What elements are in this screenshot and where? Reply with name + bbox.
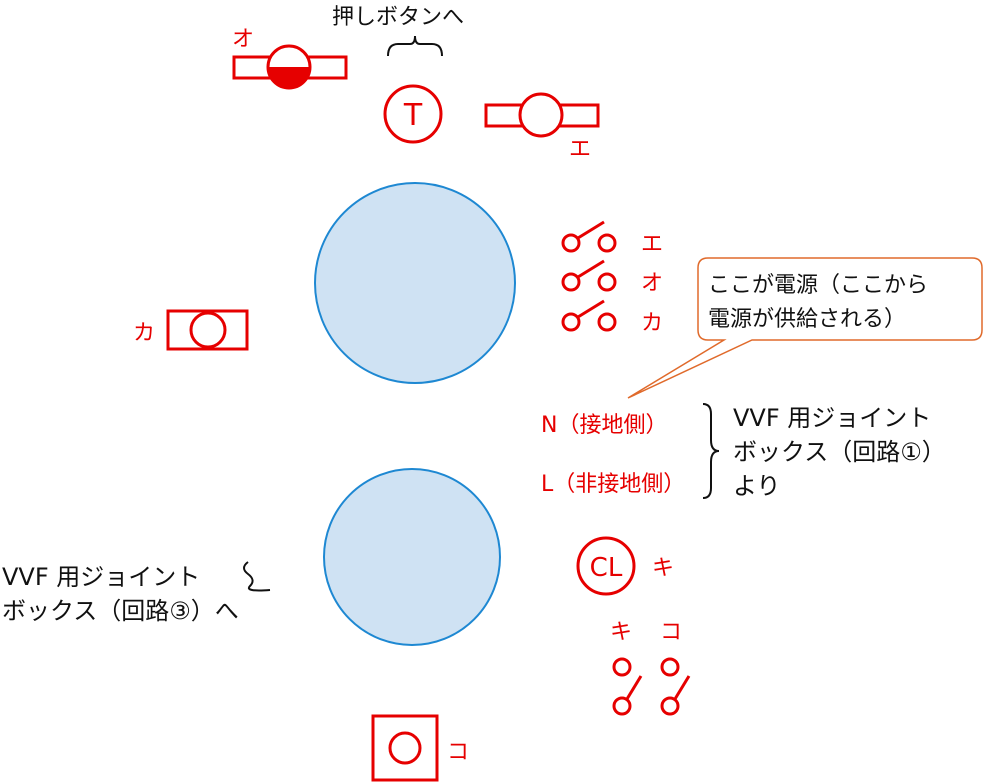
junction-box-lower <box>323 468 501 646</box>
neutral-label: N（接地側） <box>541 413 667 438</box>
light-ka-symbol <box>166 309 249 351</box>
light-ka-label: カ <box>133 321 155 346</box>
switch-e-label: エ <box>641 232 663 257</box>
light-e-label: エ <box>569 137 591 162</box>
vvf3-line-1: VVF 用ジョイント <box>2 563 200 591</box>
ceiling-light-text: CL <box>590 553 623 583</box>
light-e-symbol <box>484 92 600 138</box>
switch-ki-label: キ <box>610 620 632 645</box>
callout-line-2: 電源が供給される） <box>708 307 906 332</box>
live-label: L（非接地側） <box>541 472 685 497</box>
vvf3-line-2: ボックス（回路③）へ <box>2 597 239 625</box>
push-button-brace <box>387 35 443 57</box>
callout-line-1: ここが電源（ここから <box>708 273 928 298</box>
vvf1-line-3: より <box>733 472 781 500</box>
switch-e-symbol <box>561 220 617 253</box>
source-brace <box>702 403 720 499</box>
pilot-lamp-o-symbol <box>232 44 348 90</box>
ceiling-light-symbol <box>576 536 636 596</box>
power-source-callout <box>627 257 983 399</box>
vvf1-line-1: VVF 用ジョイント <box>733 404 931 432</box>
switch-o-symbol <box>561 259 617 292</box>
junction-box-upper <box>314 182 516 384</box>
pilot-lamp-o-label: オ <box>232 27 254 52</box>
timer-label: T <box>403 98 423 133</box>
switch-ka-label: カ <box>641 311 663 336</box>
timer-symbol <box>383 84 443 144</box>
switch-ko-label: コ <box>660 620 682 645</box>
switch-ka-symbol <box>561 299 617 332</box>
fixture-ko-label: コ <box>447 740 469 765</box>
ceiling-light-label: キ <box>652 556 674 581</box>
fixture-ko-symbol <box>371 714 439 782</box>
vvf3-squiggle <box>243 561 271 592</box>
push-button-label: 押しボタンへ <box>332 5 464 30</box>
switch-ki-symbol <box>612 657 643 716</box>
switch-o-label: オ <box>641 271 663 296</box>
vvf1-line-2: ボックス（回路①） <box>733 438 946 466</box>
switch-ko-symbol <box>660 657 691 716</box>
